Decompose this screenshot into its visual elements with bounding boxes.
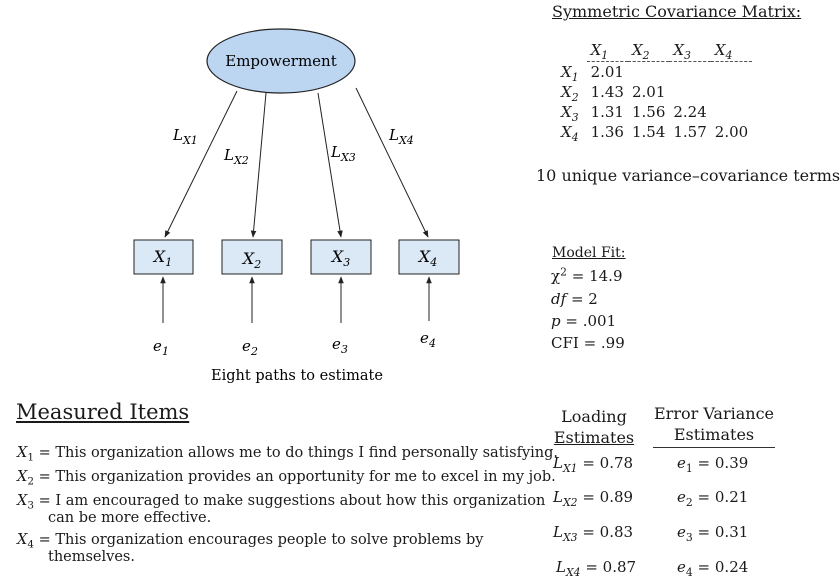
covariance-matrix: X1 X2 X3 X4 X1 2.01 X2 1.43 2.01 X3 1.31…: [557, 40, 753, 144]
loading-path-x2: [250, 92, 267, 238]
covariance-cell: 1.36: [590, 123, 624, 141]
error-label-e3: e3: [332, 335, 348, 356]
covariance-header: X3: [669, 40, 711, 62]
covariance-row-label: X2: [561, 83, 579, 104]
error-variance-heading: Error Variance Estimates: [653, 403, 775, 448]
covariance-row: X1 2.01: [557, 62, 752, 83]
covariance-title: Symmetric Covariance Matrix:: [552, 2, 802, 21]
loading-path-x4: [355, 87, 429, 238]
covariance-cell: 1.31: [590, 103, 624, 121]
covariance-cell: 1.56: [631, 103, 666, 121]
loading-estimate: LX2 = 0.89: [553, 488, 634, 509]
covariance-cell: 2.24: [673, 103, 707, 121]
covariance-note: 10 unique variance–covariance terms: [536, 166, 840, 185]
error-variance-estimate: e4 = 0.24: [677, 558, 749, 579]
covariance-row-label: X1: [561, 62, 579, 84]
covariance-cell: 1.57: [673, 123, 707, 141]
indicator-label-x4: X4: [417, 247, 437, 269]
loading-estimate: LX4 = 0.87: [556, 558, 637, 579]
loading-label-x2: LX2: [223, 146, 249, 167]
measured-items-title: Measured Items: [16, 400, 190, 424]
covariance-row-label: X4: [561, 123, 579, 144]
covariance-cell: 2.00: [714, 123, 749, 141]
covariance-row: X4 1.36 1.54 1.57 2.00: [557, 122, 752, 144]
loading-path-x3: [317, 92, 343, 238]
latent-construct-label: Empowerment: [225, 52, 336, 70]
loading-estimate: LX3 = 0.83: [553, 523, 634, 544]
covariance-corner: [557, 40, 587, 62]
covariance-row: X2 1.43 2.01: [557, 82, 752, 104]
loading-label-x1: LX1: [172, 126, 198, 147]
covariance-cell: 1.43: [590, 83, 624, 101]
fit-cfi: CFI = .99: [551, 334, 625, 352]
indicator-box-x2: [221, 239, 283, 275]
measured-item-x4: X4 = This organization encourages people…: [17, 532, 484, 565]
measured-item-x3: X3 = I am encouraged to make suggestions…: [17, 493, 546, 526]
measured-item-x1: X1 = This organization allows me to do t…: [17, 445, 559, 464]
error-variance-estimate: e1 = 0.39: [677, 454, 749, 475]
indicator-label-x3: X3: [330, 247, 350, 269]
loading-estimate: LX1 = 0.78: [553, 454, 634, 475]
indicator-label-x2: X2: [241, 249, 261, 271]
indicator-box-x1: [133, 239, 194, 275]
covariance-header: X1: [586, 40, 628, 62]
indicator-box-x3: [310, 239, 372, 275]
covariance-cell: 2.01: [631, 83, 666, 101]
measured-item-x2: X2 = This organization provides an oppor…: [17, 469, 556, 488]
covariance-row: X3 1.31 1.56 2.24: [557, 102, 752, 124]
indicator-box-x4: [398, 239, 460, 275]
latent-construct-ellipse: [206, 28, 356, 94]
error-label-e1: e1: [153, 337, 169, 358]
covariance-row-label: X3: [561, 103, 579, 124]
loading-label-x4: LX4: [388, 126, 414, 147]
loading-estimates-heading: Loading Estimates: [553, 407, 635, 447]
fit-df: df = 2: [551, 290, 598, 308]
error-variance-estimate: e2 = 0.21: [677, 488, 749, 509]
loading-label-x3: LX3: [330, 143, 356, 164]
path-caption: Eight paths to estimate: [211, 368, 383, 384]
path-diagram: Empowerment LX1 LX2 LX3 LX4 X1 X2 X3 X4 …: [133, 28, 460, 384]
error-variance-estimate: e3 = 0.31: [677, 523, 749, 544]
indicator-label-x1: X1: [152, 247, 172, 269]
loading-path-x1: [164, 90, 238, 238]
error-label-e4: e4: [420, 329, 436, 350]
error-label-e2: e2: [242, 337, 258, 358]
covariance-header: X2: [627, 40, 670, 62]
fit-p-value: p = .001: [551, 312, 617, 330]
covariance-cell: 1.54: [631, 123, 666, 141]
model-fit-title: Model Fit:: [552, 245, 626, 261]
covariance-header: X4: [710, 40, 753, 62]
fit-chi-square: χ2 = 14.9: [551, 265, 623, 285]
covariance-cell: 2.01: [590, 63, 624, 81]
